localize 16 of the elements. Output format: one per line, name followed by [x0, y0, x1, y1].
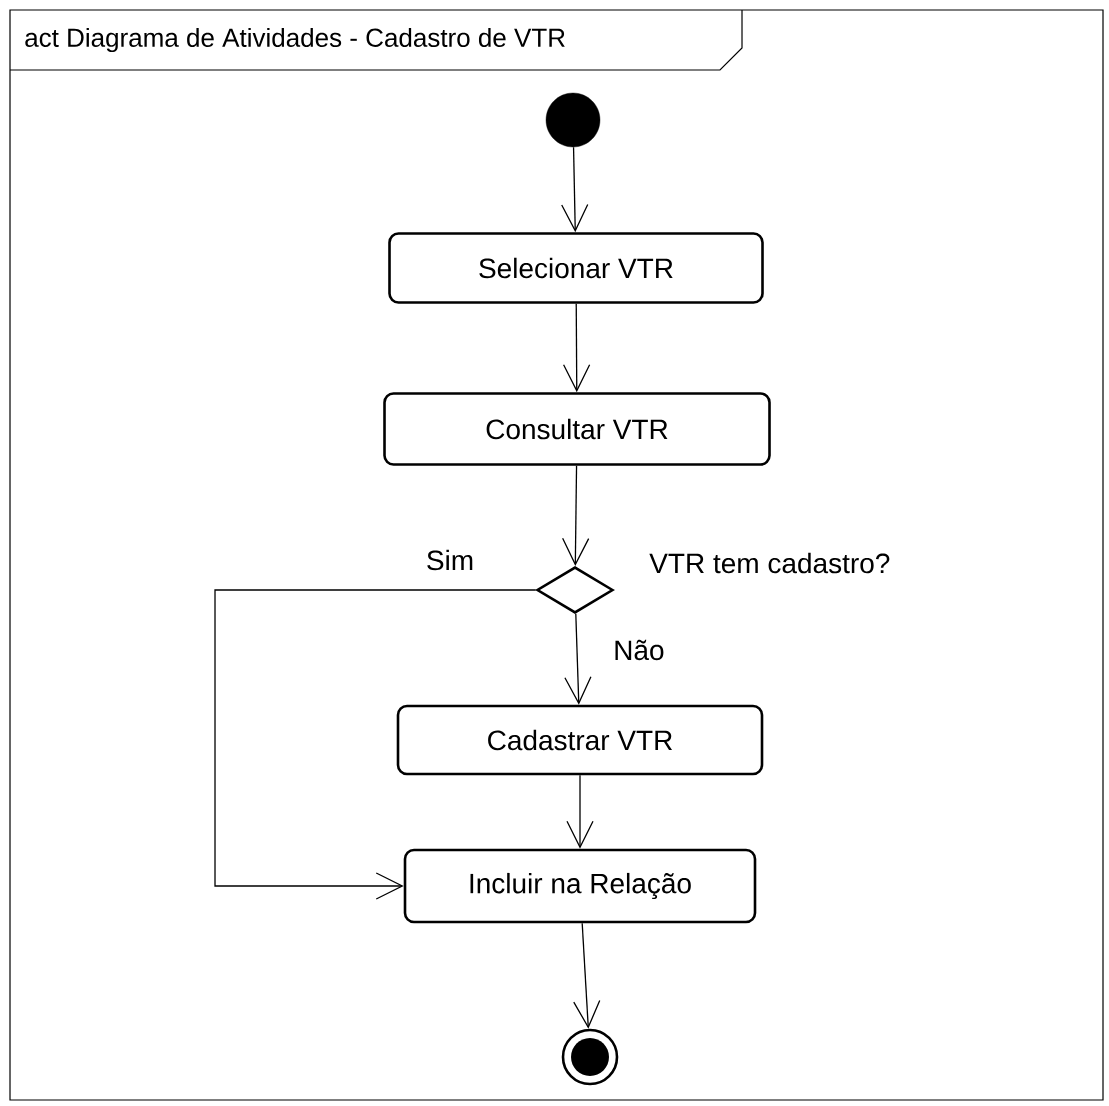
- arrow: [573, 922, 601, 1029]
- action-box: Selecionar VTR: [388, 232, 764, 304]
- start-node: [545, 92, 601, 148]
- arrow: [214, 589, 537, 900]
- arrow: [561, 146, 589, 233]
- action-box: Cadastrar VTR: [396, 704, 764, 776]
- action-box: Incluir na Relação: [403, 848, 757, 924]
- guard-label: VTR tem cadastro?: [649, 552, 890, 574]
- arrow: [562, 465, 590, 566]
- edge-label: Sim: [424, 548, 476, 572]
- arrow: [564, 613, 592, 705]
- edge-label: Não: [612, 638, 666, 662]
- arrow: [562, 303, 591, 393]
- end-node: [561, 1028, 619, 1086]
- action-box: Consultar VTR: [383, 392, 771, 466]
- arrow: [566, 774, 594, 849]
